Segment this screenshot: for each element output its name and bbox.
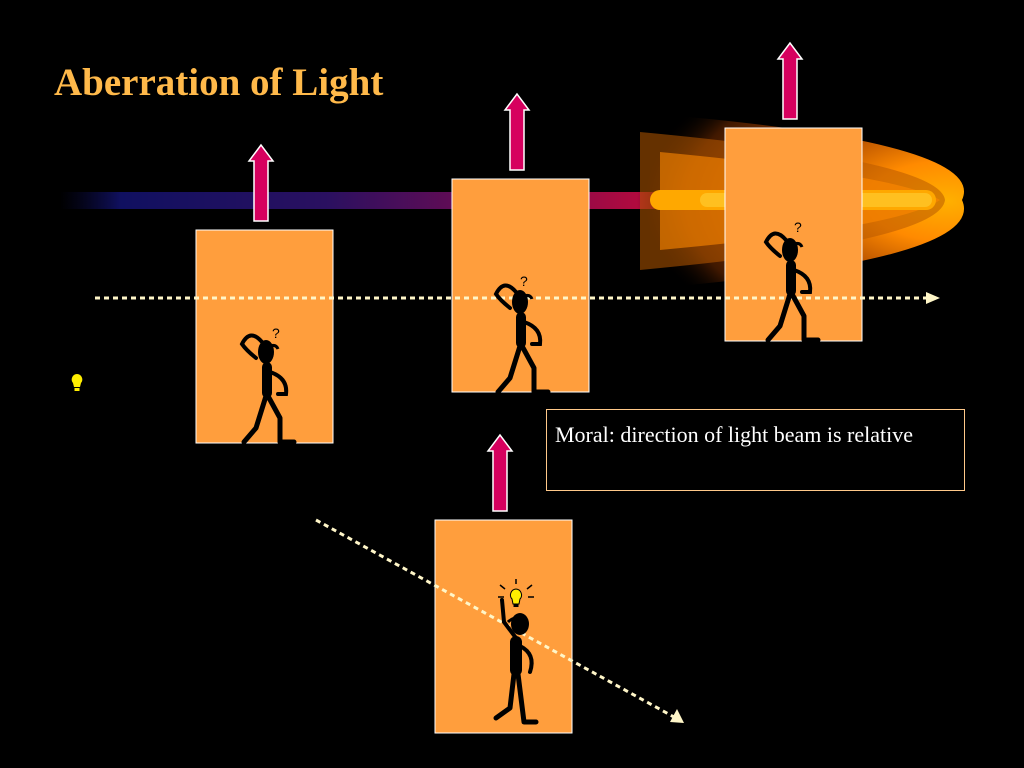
diagonal-light-path — [315, 518, 684, 723]
arrow-up-icon — [777, 42, 803, 120]
observer-box-3 — [724, 127, 863, 342]
question-mark-icon: ? — [520, 273, 528, 289]
moral-text-box: Moral: direction of light beam is relati… — [546, 409, 965, 491]
stick-figure-icon — [493, 598, 539, 725]
stick-figure-icon: ? — [763, 219, 821, 343]
page-title: Aberration of Light — [54, 61, 384, 104]
observer-box-1 — [195, 229, 334, 444]
question-mark-icon: ? — [272, 325, 280, 341]
lightbulb-icon — [71, 374, 83, 391]
arrow-up-icon — [487, 434, 513, 512]
observer-box-2 — [451, 178, 590, 393]
observer-box-4 — [434, 519, 573, 734]
stick-figure-icon: ? — [493, 273, 551, 395]
arrow-up-icon — [504, 93, 530, 171]
stick-figure-icon: ? — [239, 325, 297, 445]
lightbulb-icon — [498, 579, 534, 607]
question-mark-icon: ? — [794, 219, 802, 235]
arrow-up-icon — [248, 144, 274, 222]
